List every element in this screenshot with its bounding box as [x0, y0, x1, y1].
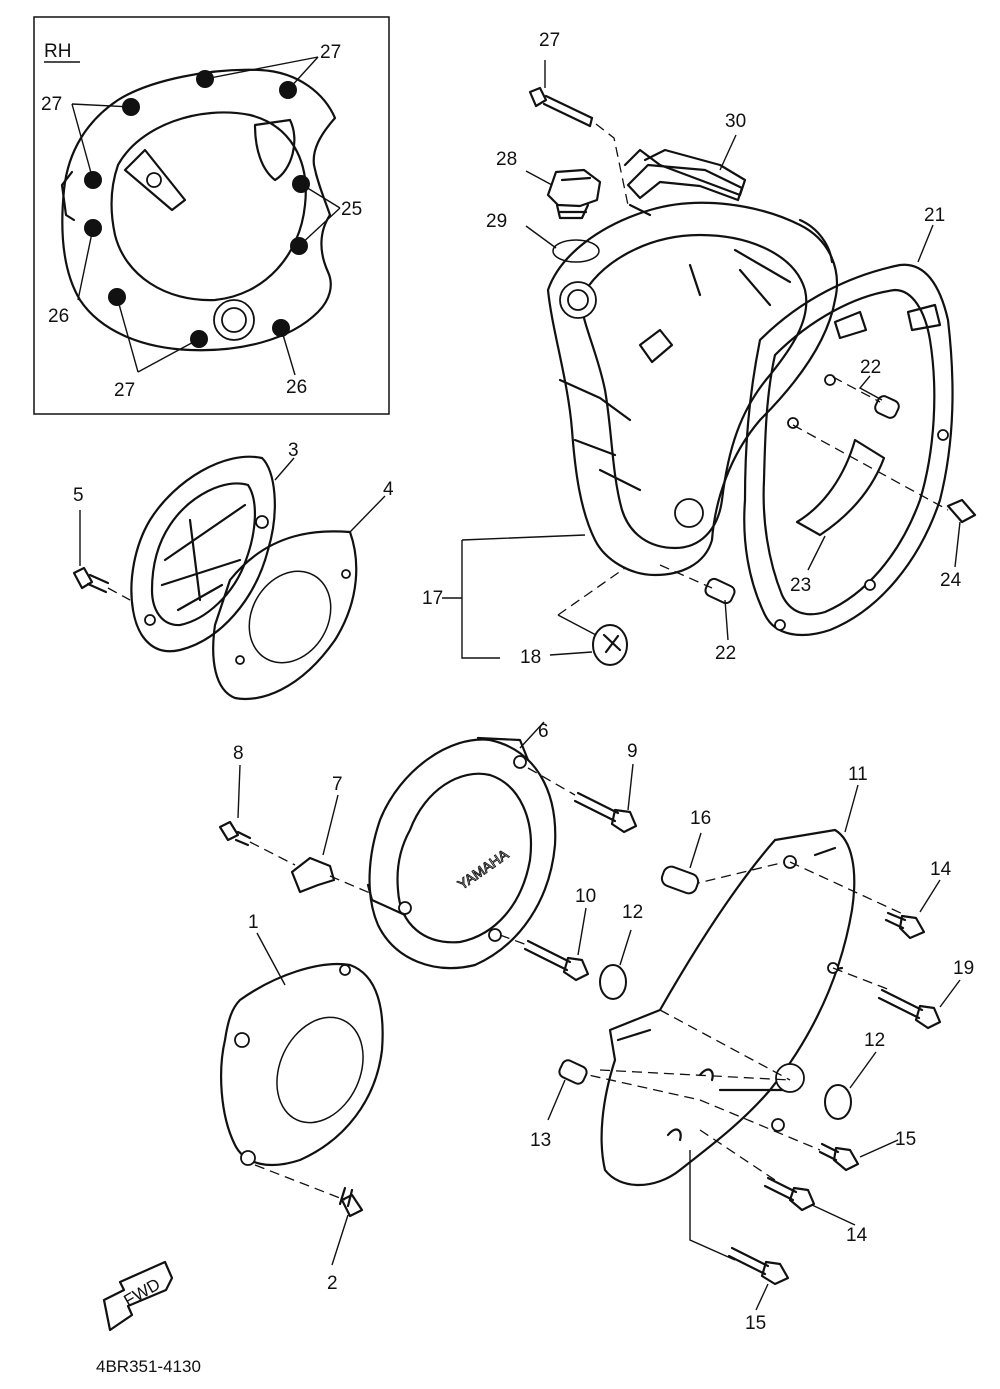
dowel-13 — [558, 1059, 588, 1085]
callout-10: 10 — [575, 886, 596, 907]
screw-5 — [72, 566, 110, 594]
bolt-2 — [338, 1186, 364, 1218]
callout-3: 3 — [288, 440, 299, 461]
cover-plate-3 — [130, 455, 276, 653]
dowel-pin-lower — [704, 577, 736, 605]
bolt-8 — [218, 820, 252, 847]
callout-12-upper: 12 — [622, 902, 643, 923]
bolt-15-upper — [884, 911, 926, 940]
callout-4: 4 — [383, 479, 394, 500]
screw-24 — [946, 498, 977, 524]
gasket-4 — [212, 530, 358, 701]
callout-2: 2 — [327, 1273, 338, 1294]
callout-12-lower: 12 — [864, 1030, 885, 1051]
callout-26-inset-l: 26 — [48, 306, 69, 327]
callout-27-inset-tl: 27 — [41, 94, 62, 115]
o-ring — [552, 239, 600, 263]
bolt-16 — [727, 1246, 790, 1286]
check-plug — [592, 624, 628, 666]
callout-24: 24 — [940, 570, 962, 591]
washer-12-upper — [599, 964, 627, 1000]
callout-7: 7 — [332, 774, 343, 795]
gasket-21 — [743, 263, 954, 637]
baffle-plate — [795, 438, 886, 537]
leader-lines — [79, 60, 961, 1311]
generator-cover: YAMAHA — [366, 736, 557, 970]
callout-27-inset-tr: 27 — [320, 42, 341, 63]
callout-17: 19 — [953, 958, 974, 979]
callout-11: 11 — [848, 764, 868, 785]
callout-27-inset-b: 27 — [114, 380, 135, 401]
sprocket-cover — [600, 828, 856, 1187]
callout-27-top: 27 — [539, 30, 560, 51]
inset-bolt-holes — [84, 70, 310, 348]
bolt-15-lower — [818, 1142, 860, 1172]
bolt-9 — [573, 791, 638, 834]
inset-frame — [33, 16, 390, 415]
callout-8: 8 — [233, 743, 244, 764]
callout-22-lower: 22 — [715, 643, 736, 664]
callout-21: 21 — [924, 205, 945, 226]
callout-30: 30 — [725, 111, 746, 132]
callout-6: 6 — [538, 721, 549, 742]
bolt-14 — [763, 1176, 816, 1212]
bolt-10 — [523, 939, 590, 982]
callout-9: 9 — [627, 741, 638, 762]
cover-1 — [220, 963, 384, 1167]
callout-5: 5 — [73, 485, 84, 506]
brand-mark: YAMAHA — [455, 846, 512, 893]
callout-15-upper: 14 — [930, 859, 952, 880]
drawing-number: 4BR351-4130 — [96, 1357, 201, 1376]
bolt-17 — [877, 988, 942, 1030]
oil-filler-cap — [546, 168, 602, 220]
callout-19: 17 — [422, 588, 443, 609]
rh-inset: RH — [33, 16, 390, 415]
callout-1: 1 — [248, 912, 259, 933]
bracket-7 — [290, 856, 336, 894]
callout-29: 29 — [486, 211, 507, 232]
callout-28: 28 — [496, 149, 517, 170]
inset-cover-outline — [61, 68, 337, 352]
dowel-pin-upper — [874, 395, 900, 419]
callout-20: 18 — [520, 647, 541, 668]
callout-16: 15 — [745, 1313, 766, 1334]
dowel-18 — [660, 865, 700, 895]
callout-18: 16 — [690, 808, 711, 829]
inset-label: RH — [44, 41, 71, 62]
callout-13: 13 — [530, 1130, 551, 1151]
callout-labels: 27 30 28 29 21 22 23 24 22 18 17 3 4 5 6… — [41, 30, 974, 1334]
callout-22-upper: 22 — [860, 357, 881, 378]
bolt-27 — [528, 86, 594, 128]
callout-26-inset-r: 26 — [286, 377, 307, 398]
callout-23: 23 — [790, 575, 811, 596]
callout-25: 25 — [341, 199, 362, 220]
oil-pipe-bracket — [626, 163, 744, 202]
callout-15-lower: 15 — [895, 1129, 916, 1150]
fwd-arrow-icon: FWD — [102, 1260, 174, 1332]
crankcase-cover — [546, 148, 839, 577]
callout-14: 14 — [846, 1225, 868, 1246]
washer-12-lower — [824, 1084, 852, 1120]
